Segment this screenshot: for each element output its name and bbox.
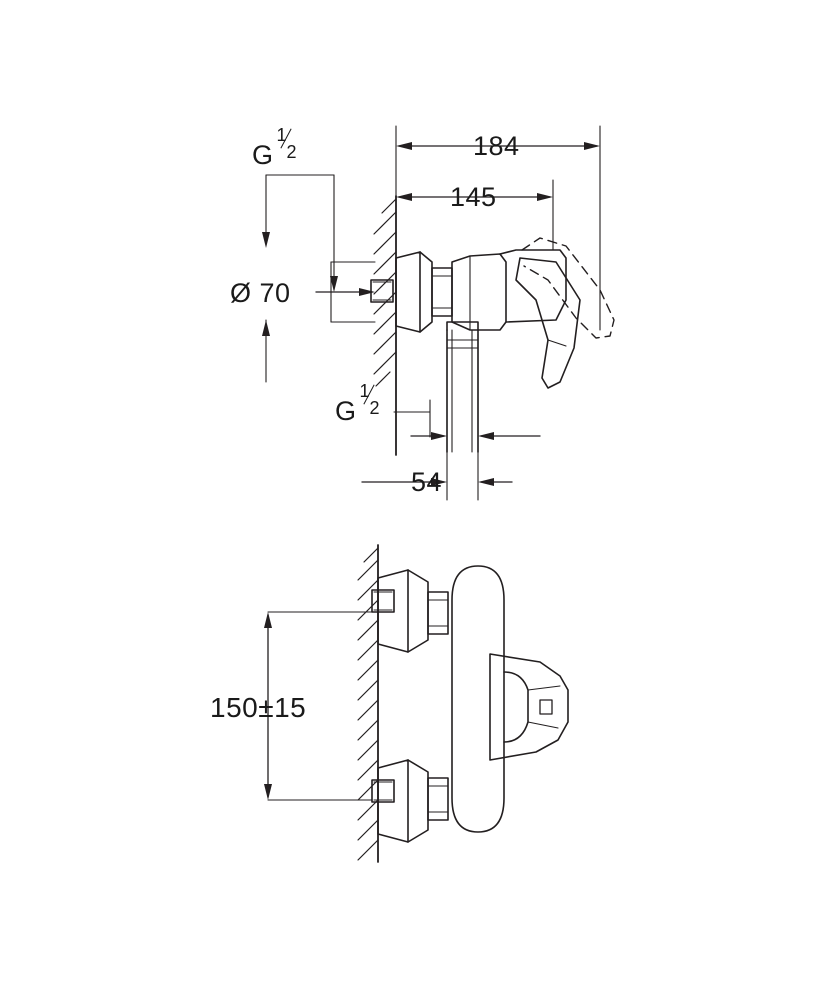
escutcheon-left-face bbox=[419, 251, 433, 333]
arrow-d70-up bbox=[262, 320, 270, 336]
arrow-184-right bbox=[584, 142, 600, 150]
mixer-body-outline bbox=[451, 253, 507, 331]
arrow-184-left bbox=[396, 142, 412, 150]
wall-connector-square bbox=[370, 279, 394, 303]
mixer-body-front bbox=[451, 565, 505, 833]
escutcheon-lower-face bbox=[407, 759, 429, 843]
lever-handle bbox=[515, 257, 581, 389]
union-nut-lower bbox=[427, 777, 449, 821]
wall-connector-square-lower bbox=[371, 779, 395, 803]
arrow-54b-right bbox=[478, 478, 494, 486]
arrow-d70-right bbox=[359, 288, 375, 296]
dimension-label-54: 54 bbox=[411, 467, 443, 497]
dimension-label-184: 184 bbox=[473, 131, 520, 161]
escutcheon-left-outline bbox=[395, 251, 421, 333]
union-nut-upper bbox=[427, 591, 449, 635]
wall-connector-square-upper bbox=[371, 589, 395, 613]
arrow-54-right bbox=[478, 432, 494, 440]
lever-front-outline bbox=[489, 653, 569, 761]
thread-inlet-denominator: 2 bbox=[286, 142, 298, 162]
arrow-145-left bbox=[396, 193, 412, 201]
lever-inner-curve bbox=[503, 671, 529, 743]
arrow-54-left bbox=[431, 432, 447, 440]
escutcheon-lower-outline bbox=[377, 759, 409, 843]
wall-hatching-bottom bbox=[357, 547, 379, 861]
outlet-collar bbox=[446, 321, 479, 331]
lever-handle-alternate-position bbox=[521, 237, 615, 339]
arrow-g12-upper-down bbox=[262, 232, 270, 248]
thread-outlet-denominator: 2 bbox=[369, 398, 381, 418]
cartridge-housing bbox=[499, 249, 567, 323]
union-nut bbox=[431, 267, 453, 317]
arrow-54b-left bbox=[431, 478, 447, 486]
escutcheon-upper-outline bbox=[377, 569, 409, 653]
dimension-label-145: 145 bbox=[450, 182, 497, 212]
lever-detail-notch bbox=[539, 699, 553, 715]
thread-callout-outlet-prefix: G bbox=[335, 396, 357, 426]
thread-outlet-numerator: 1 bbox=[359, 381, 371, 401]
thread-inlet-numerator: 1 bbox=[276, 125, 288, 145]
dimension-label-150: 150±15 bbox=[210, 692, 307, 723]
arrow-145-right bbox=[537, 193, 553, 201]
arrow-g12-upper-right-down bbox=[330, 276, 338, 292]
thread-callout-inlet-prefix: G bbox=[252, 140, 274, 170]
dimension-label-diameter-70: Ø 70 bbox=[230, 278, 291, 308]
arrow-150-up bbox=[264, 612, 272, 628]
arrow-150-down bbox=[264, 784, 272, 800]
escutcheon-upper-face bbox=[407, 569, 429, 653]
